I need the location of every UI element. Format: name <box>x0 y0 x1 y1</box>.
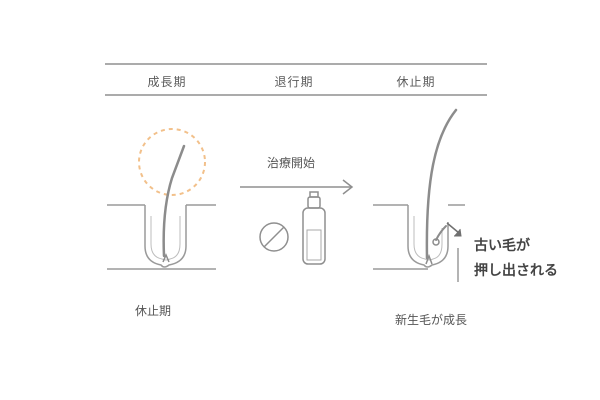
dashed-circle-highlight <box>138 128 206 196</box>
right-caption: 新生毛が成長 <box>395 313 468 327</box>
callout-line-1: 古い毛が <box>474 238 530 254</box>
left-caption: 休止期 <box>135 304 172 318</box>
bottle-icon <box>302 191 326 265</box>
phase-label-growth: 成長期 <box>147 75 187 89</box>
treatment-start-label: 治療開始 <box>267 156 316 170</box>
arrow-right-icon <box>240 179 354 195</box>
pill-icon <box>259 222 289 252</box>
hair-follicle-icon <box>107 128 216 270</box>
callout-line-2: 押し出される <box>474 263 558 279</box>
phase-label-regression: 退行期 <box>274 75 314 89</box>
hair-follicle-icon <box>373 108 465 282</box>
phase-label-resting: 休止期 <box>396 75 436 89</box>
